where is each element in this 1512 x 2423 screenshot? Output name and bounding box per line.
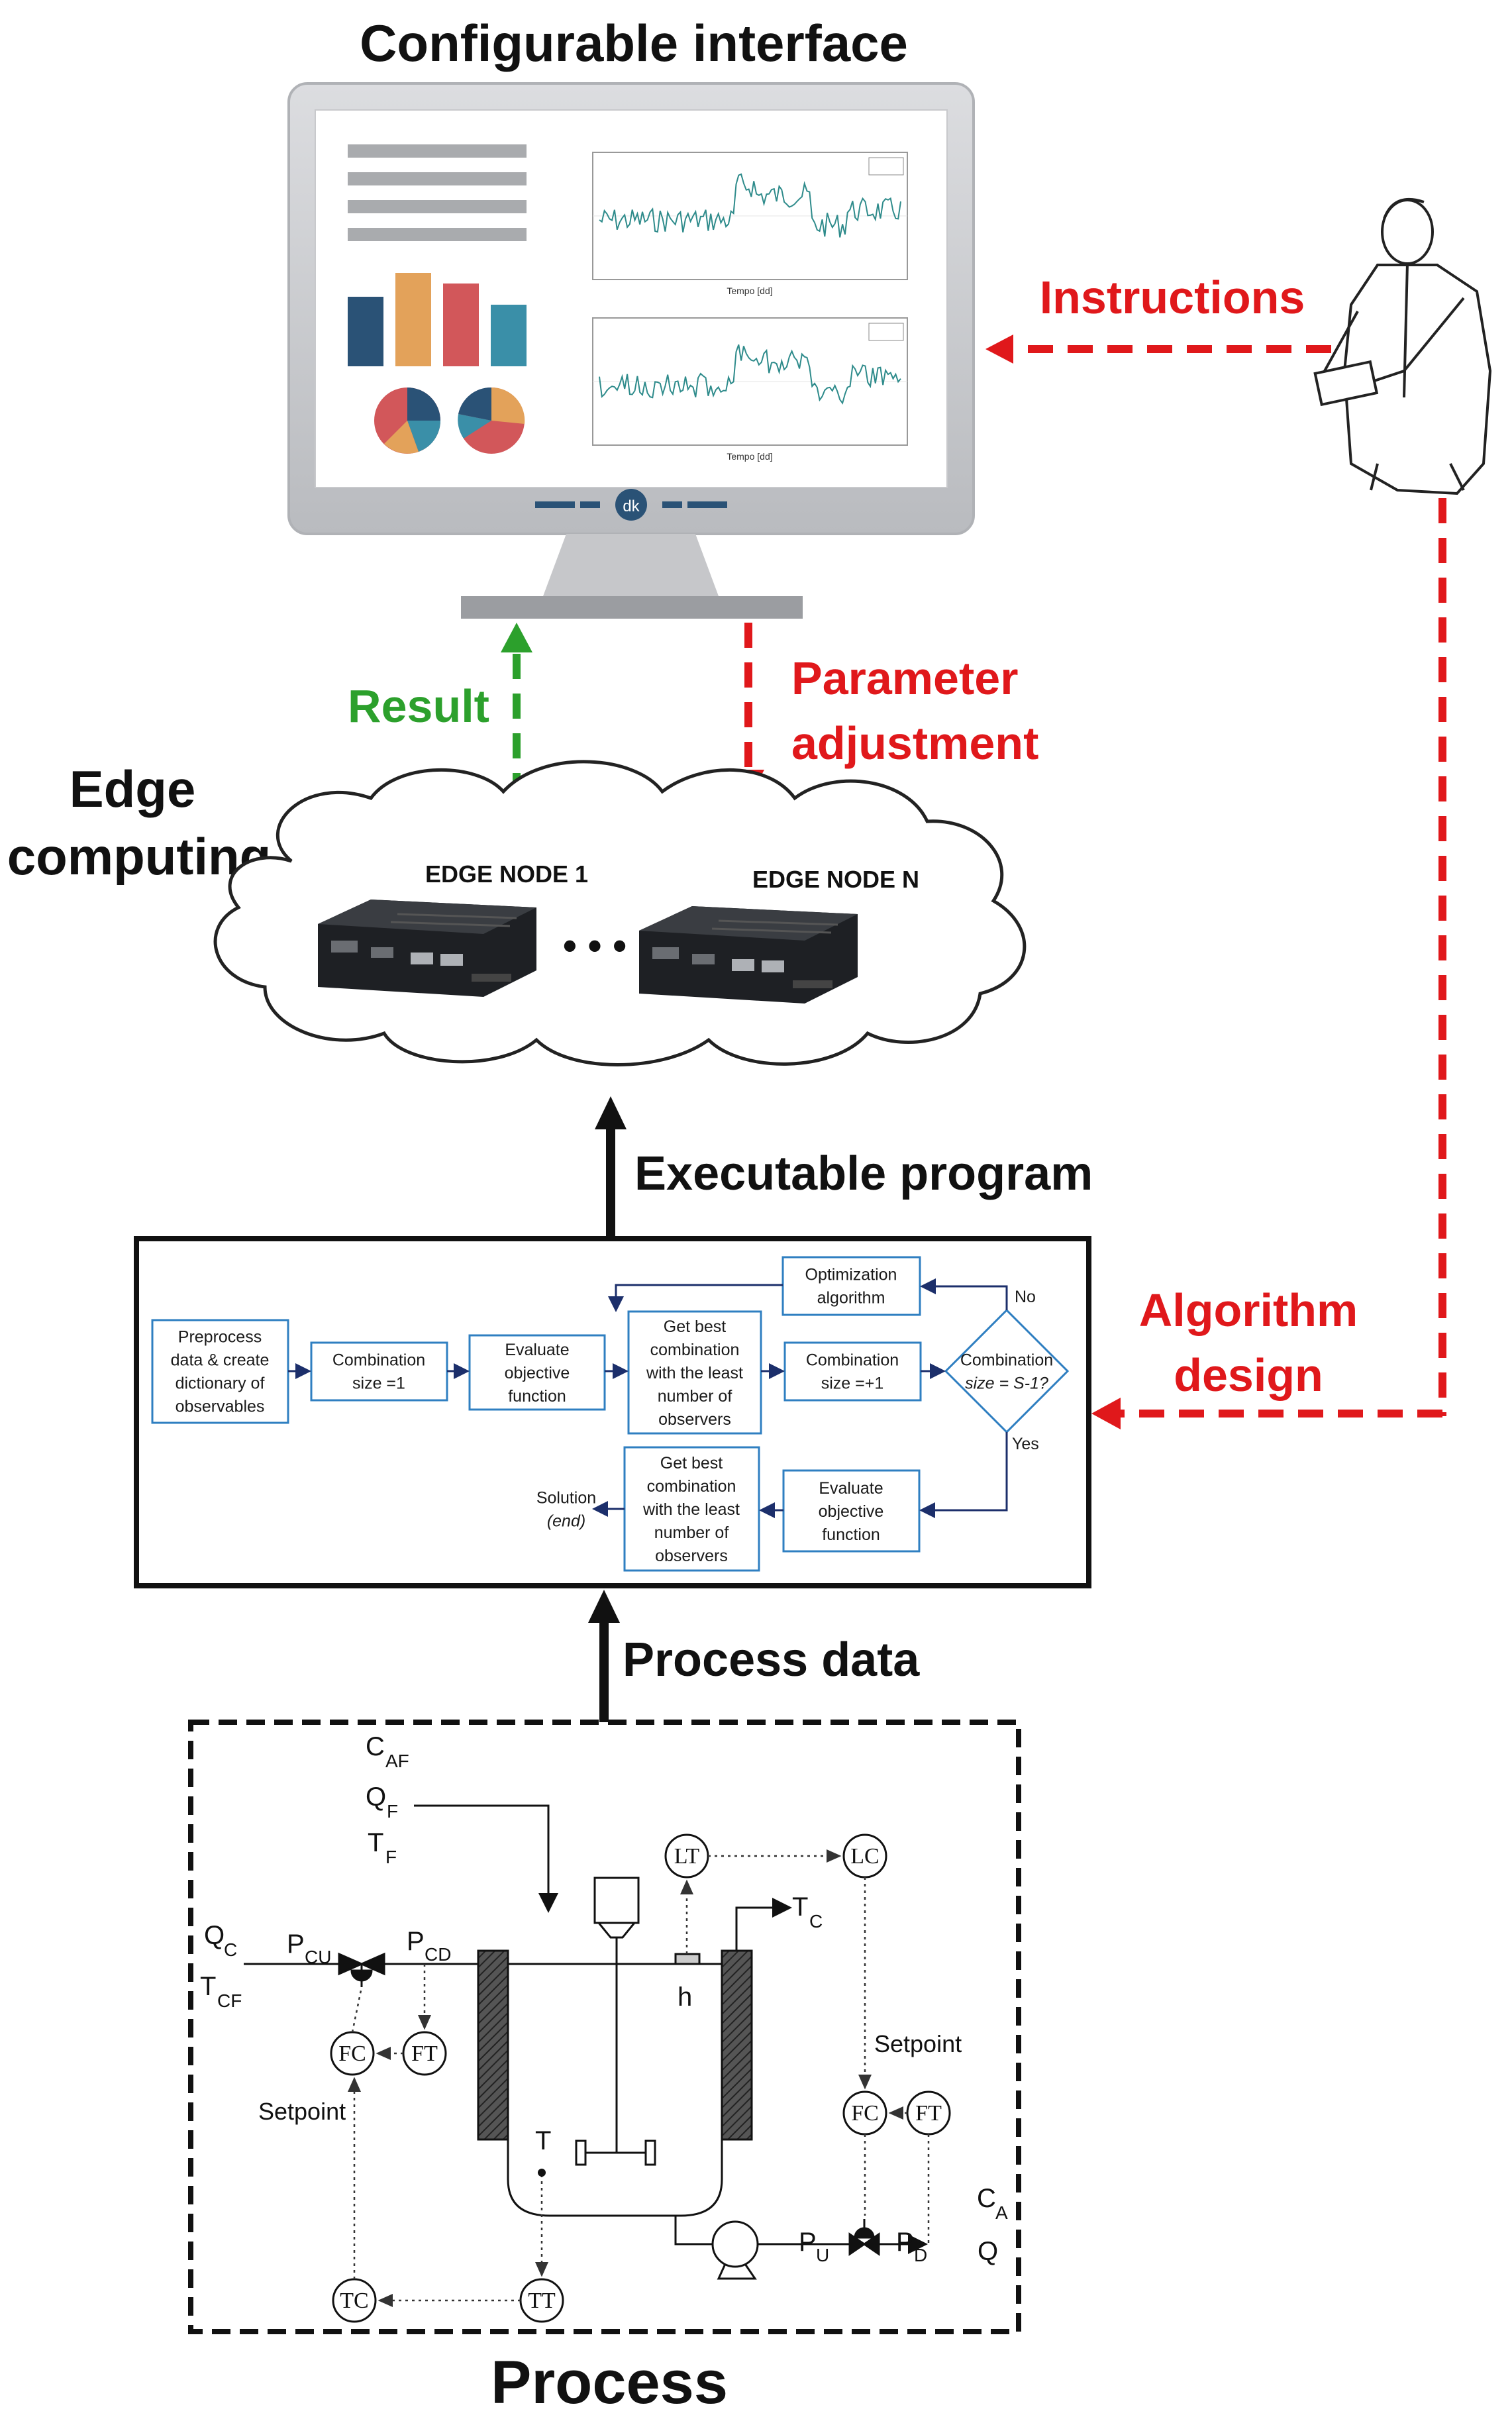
bar-icon-3 xyxy=(443,284,479,366)
fc-evaluate-1-box xyxy=(468,1334,606,1411)
label-pu: P xyxy=(799,2228,817,2257)
edge-computing-label-2: computing xyxy=(7,827,272,886)
label-tf-sub: F xyxy=(385,1847,397,1867)
algorithm-design-label-2: design xyxy=(1174,1349,1323,1401)
text-line-2 xyxy=(348,172,527,185)
time-series-chart-1: Tempo [dd] xyxy=(592,152,908,296)
label-pu-sub: U xyxy=(816,2245,829,2265)
dk-logo-icon xyxy=(615,489,647,521)
label-pcd-sub: CD xyxy=(425,1944,451,1965)
label-ca: C xyxy=(977,2184,996,2213)
monitor-base xyxy=(461,596,803,619)
chart1-xlabel: Tempo [dd] xyxy=(727,285,772,296)
text-line-3 xyxy=(348,200,527,213)
edge-computing-label-1: Edge xyxy=(70,760,196,818)
process-dashed-box xyxy=(188,1720,1021,2334)
label-qc: Q xyxy=(204,1921,225,1950)
label-h: h xyxy=(678,1983,692,2012)
label-pcu: P xyxy=(287,1930,305,1959)
bubble-tt: TT xyxy=(528,2289,556,2313)
edge-nodes-ellipsis: • • • xyxy=(563,923,627,968)
label-pcu-sub: CU xyxy=(305,1947,331,1967)
chart2-xlabel: Tempo [dd] xyxy=(727,451,772,462)
process-data-label: Process data xyxy=(623,1633,920,1686)
text-line-1 xyxy=(348,144,527,158)
user-person-icon xyxy=(1313,197,1492,495)
process-signal-lines xyxy=(348,1849,930,2307)
label-q: Q xyxy=(978,2237,998,2266)
label-tcf: T xyxy=(200,1972,216,2001)
bar-icon-4 xyxy=(491,305,527,366)
label-pd-sub: D xyxy=(914,2245,927,2265)
label-setpoint-left: Setpoint xyxy=(258,2098,346,2125)
edge-cloud xyxy=(213,760,1027,1066)
label-tc-out: T xyxy=(792,1892,808,1922)
algorithm-design-label-1: Algorithm xyxy=(1139,1284,1358,1336)
label-caf-sub: AF xyxy=(385,1751,409,1771)
label-tf: T xyxy=(368,1828,383,1857)
label-ca-sub: A xyxy=(995,2202,1008,2223)
edge-node-1-label: EDGE NODE 1 xyxy=(425,860,588,888)
label-t: T xyxy=(535,2126,551,2155)
label-setpoint-right: Setpoint xyxy=(874,2030,962,2057)
flowchart-connectors xyxy=(288,1278,1008,1518)
pie-icon-1 xyxy=(374,387,440,454)
text-line-4 xyxy=(348,228,527,241)
bubble-tc: TC xyxy=(340,2289,368,2313)
pie-icon-2 xyxy=(458,387,525,454)
bar-icon-1 xyxy=(348,297,383,366)
process-labels: C AF Q F T F Q C T CF P CU P CD T C h T … xyxy=(200,1732,1008,2313)
result-label: Result xyxy=(348,680,489,732)
parameter-adjustment-label-2: adjustment xyxy=(791,717,1038,769)
fc-text-solution: Solution(end) xyxy=(536,1489,596,1531)
bubble-fc-left: FC xyxy=(338,2041,366,2066)
logo-text: dk xyxy=(623,497,640,515)
edge-node-1-device xyxy=(318,900,536,997)
label-qc-sub: C xyxy=(224,1939,237,1960)
bubble-fc-right: FC xyxy=(851,2101,879,2126)
edge-node-n-label: EDGE NODE N xyxy=(752,866,919,893)
bubble-lc: LC xyxy=(850,1844,879,1869)
bar-icon-2 xyxy=(395,273,431,366)
label-tc-out-sub: C xyxy=(809,1911,823,1932)
process-pid-diagram xyxy=(244,1804,951,2323)
fc-label-no: No xyxy=(1015,1288,1036,1306)
label-pd: P xyxy=(896,2228,914,2257)
label-caf: C xyxy=(366,1732,385,1761)
fc-get-best-1-box xyxy=(627,1310,762,1435)
process-label: Process xyxy=(491,2349,728,2416)
configurable-interface-title: Configurable interface xyxy=(360,14,908,72)
parameter-adjustment-label-1: Parameter xyxy=(791,652,1018,704)
bubble-ft-left: FT xyxy=(411,2041,438,2066)
label-pcd: P xyxy=(407,1927,425,1956)
label-tcf-sub: CF xyxy=(217,1990,242,2011)
instructions-label: Instructions xyxy=(1040,272,1305,323)
label-qf: Q xyxy=(366,1782,386,1812)
bubble-ft-right: FT xyxy=(915,2101,942,2126)
monitor-illustration: dk Tem xyxy=(287,82,975,619)
executable-program-label: Executable program xyxy=(634,1147,1093,1200)
bubble-lt: LT xyxy=(674,1844,700,1869)
fc-label-yes: Yes xyxy=(1012,1435,1039,1453)
time-series-chart-2: Tempo [dd] xyxy=(592,317,908,462)
label-qf-sub: F xyxy=(387,1801,398,1822)
edge-node-n-device xyxy=(639,906,858,1004)
algorithm-flowchart-box xyxy=(134,1236,1091,1588)
